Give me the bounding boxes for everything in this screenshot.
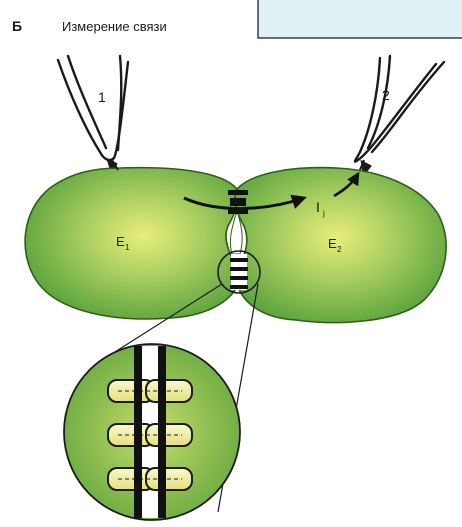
electrode-2 <box>355 56 444 174</box>
current-label: I <box>316 199 320 215</box>
cell-2-subscript: 2 <box>337 245 342 254</box>
top-info-box <box>258 0 462 38</box>
panel-letter: Б <box>12 18 22 34</box>
junction-block-top <box>228 190 248 214</box>
channel-2 <box>108 422 192 448</box>
electrode-1 <box>58 56 128 172</box>
figure-title: Измерение связи <box>62 19 167 34</box>
channel-3 <box>108 466 192 492</box>
current-subscript: j <box>322 209 325 218</box>
cell-2-label: E <box>328 236 337 251</box>
electrode-2-label: 2 <box>382 87 390 103</box>
cell-1 <box>25 168 240 319</box>
electrode-1-label: 1 <box>98 89 106 105</box>
cell-1-subscript: 1 <box>125 243 130 252</box>
cell-1-label: E <box>116 234 125 249</box>
channel-1 <box>108 378 192 404</box>
